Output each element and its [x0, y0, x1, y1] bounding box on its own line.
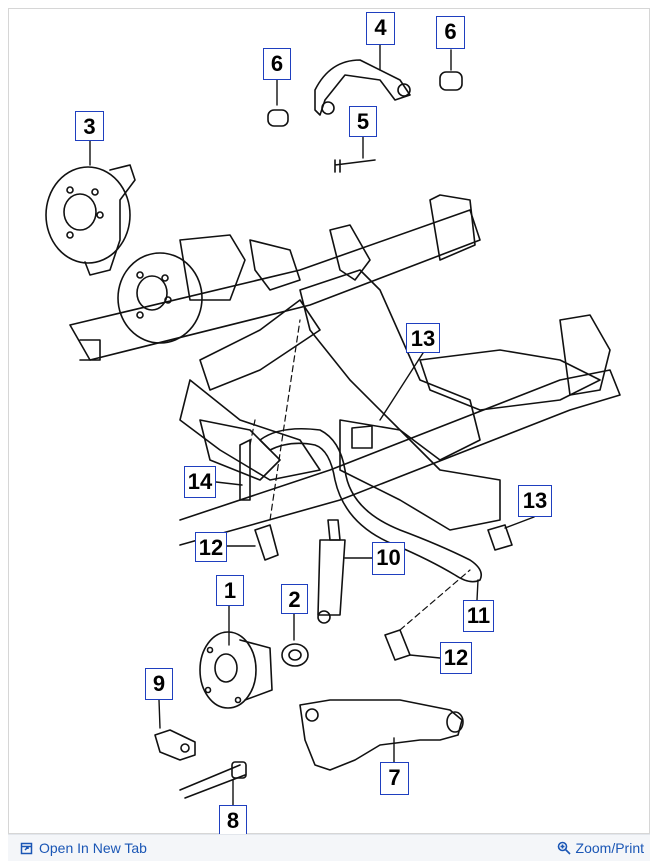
- callout-7: 7: [380, 762, 409, 795]
- open-in-new-tab-button[interactable]: Open In New Tab: [20, 840, 147, 856]
- stabilizer-bar: [259, 427, 483, 583]
- zoom-print-label: Zoom/Print: [575, 840, 644, 856]
- callout-13-right: 13: [518, 485, 552, 517]
- bushing-left: [267, 109, 289, 127]
- callout-9: 9: [145, 668, 173, 700]
- assembly-lines: [249, 319, 471, 631]
- callout-4: 4: [366, 12, 395, 45]
- callout-3: 3: [75, 111, 104, 141]
- callout-6-right: 6: [436, 16, 465, 49]
- callout-2: 2: [281, 584, 308, 614]
- callout-11: 11: [463, 600, 494, 632]
- callout-5: 5: [349, 106, 377, 137]
- upper-control-arm: [314, 59, 411, 116]
- open-in-new-tab-icon: [20, 842, 33, 855]
- hub-1: [199, 631, 273, 709]
- lower-arm-7: [299, 699, 464, 771]
- bracket-9: [154, 729, 196, 761]
- callout-12-left: 12: [195, 532, 227, 562]
- callout-13-top: 13: [406, 323, 440, 353]
- callout-8: 8: [219, 805, 247, 835]
- seat-2: [281, 643, 309, 667]
- rotor-3: [45, 164, 136, 276]
- open-in-new-tab-label: Open In New Tab: [39, 840, 147, 856]
- bolt-5: [334, 159, 376, 173]
- suspension-diagram: [45, 44, 621, 806]
- bushing-right: [439, 71, 463, 91]
- rotor-main: [117, 252, 203, 344]
- rod-8: [179, 761, 247, 799]
- zoom-print-button[interactable]: Zoom/Print: [557, 840, 644, 856]
- callout-12-right: 12: [440, 642, 472, 674]
- callout-14: 14: [184, 466, 216, 498]
- frame-rails: [69, 194, 621, 546]
- shock-absorber: [317, 519, 346, 624]
- leader-arrows: [89, 44, 535, 806]
- callout-6-left: 6: [263, 48, 291, 80]
- callout-1: 1: [216, 575, 244, 606]
- callout-10: 10: [372, 542, 405, 575]
- magnifier-icon: [557, 841, 571, 855]
- image-toolbar: Open In New Tab Zoom/Print: [8, 834, 650, 861]
